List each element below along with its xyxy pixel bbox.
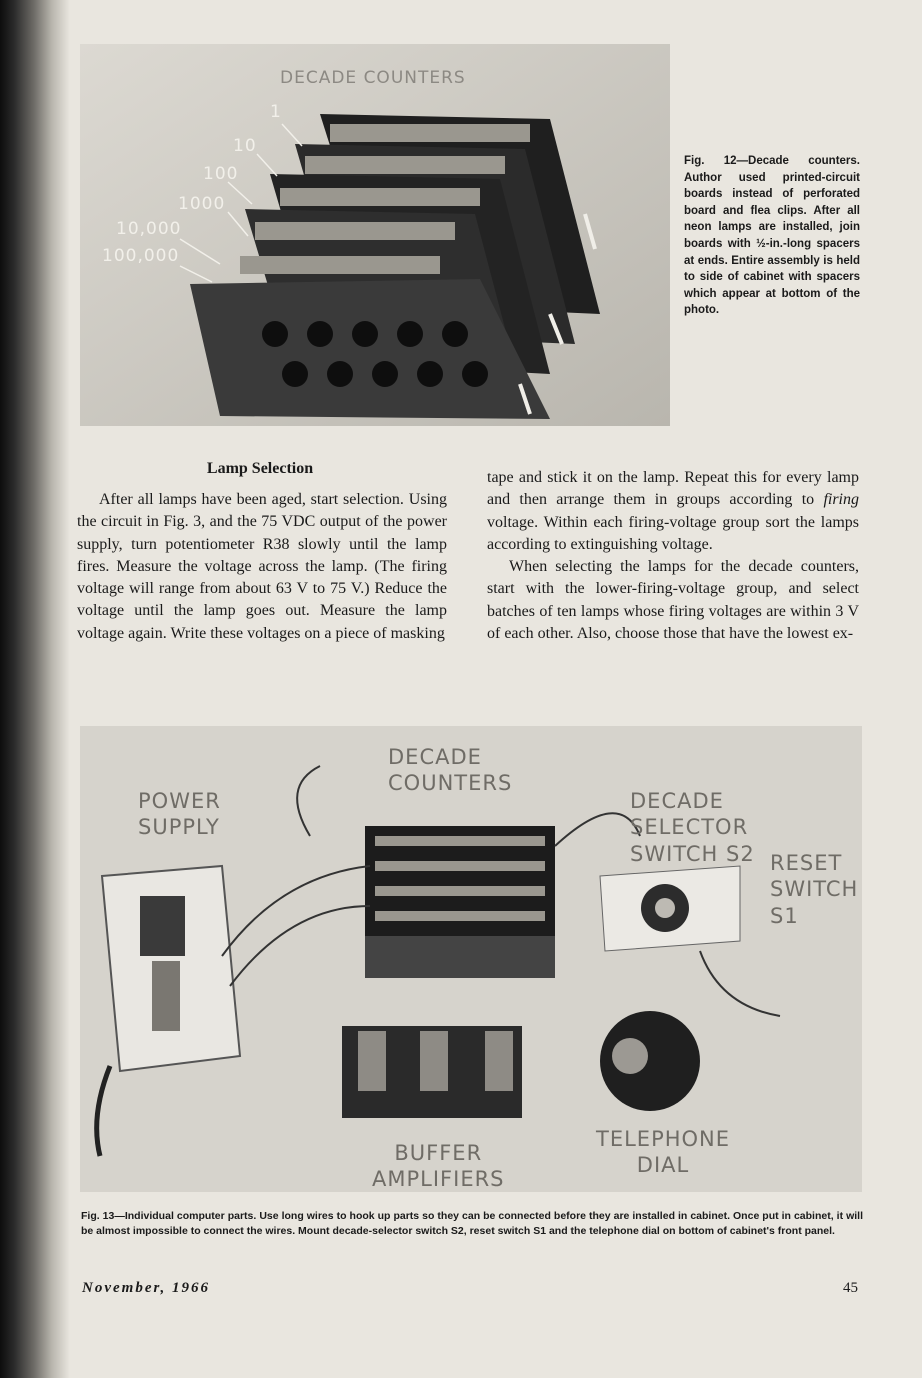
- figure-13-photo: POWER SUPPLY DECADE COUNTERS DECADE SELE…: [80, 726, 862, 1192]
- right-column: tape and stick it on the lamp. Repeat th…: [487, 467, 859, 645]
- fig13-label-reset-switch: RESET SWITCH S1: [770, 851, 859, 928]
- fig13-label-decade-selector: DECADE SELECTOR SWITCH S2: [630, 789, 755, 866]
- fig13-label-buffer-amplifiers: BUFFER AMPLIFIERS: [372, 1141, 505, 1192]
- fig12-label-1: 1: [270, 102, 282, 122]
- fig12-label-100000: 100,000: [102, 246, 180, 266]
- fig13-label-telephone-dial: TELEPHONE DIAL: [596, 1127, 731, 1178]
- figure-12-photo: DECADE COUNTERS 1 10 100 1000 10,000 100…: [80, 44, 670, 426]
- page-number: 45: [843, 1280, 858, 1296]
- figure-12-caption: Fig. 12—Decade counters. Author used pri…: [684, 155, 860, 317]
- left-paragraph: After all lamps have been aged, start se…: [77, 491, 447, 642]
- fig12-label-100: 100: [203, 164, 239, 184]
- fig12-label-10: 10: [233, 136, 257, 156]
- fig13-label-power-supply: POWER SUPPLY: [138, 789, 221, 840]
- right-paragraph-2: When selecting the lamps for the decade …: [487, 558, 859, 643]
- fig12-label-1000: 1000: [178, 194, 226, 214]
- fig12-label-10000: 10,000: [116, 219, 182, 239]
- footer-date: November, 1966: [82, 1280, 210, 1296]
- right-paragraph-1: tape and stick it on the lamp. Repeat th…: [487, 469, 859, 553]
- book-spine-shadow: [0, 0, 70, 1378]
- figure-13-caption: Fig. 13—Individual computer parts. Use l…: [81, 1210, 863, 1238]
- section-heading: Lamp Selection: [206, 460, 314, 477]
- left-column: After all lamps have been aged, start se…: [77, 489, 447, 645]
- fig12-label-decade-counters: DECADE COUNTERS: [280, 68, 466, 88]
- fig13-label-decade-counters: DECADE COUNTERS: [388, 745, 513, 796]
